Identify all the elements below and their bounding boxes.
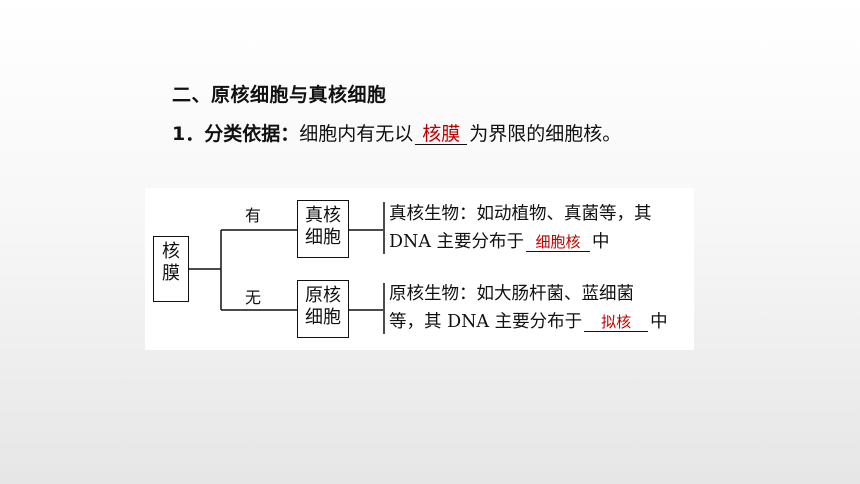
root-char-2: 膜 <box>162 263 180 284</box>
answer-blank-nucleoid: 拟核 <box>584 313 649 332</box>
nuclear-membrane-root-box: 核 膜 <box>153 236 189 302</box>
eukaryote-description: 真核生物：如动植物、真菌等，其 DNA 主要分布于细胞核中 <box>389 200 652 256</box>
answer-blank-nuclear-membrane: 核膜 <box>415 124 468 145</box>
eukaryote-box-line2: 细胞 <box>305 227 341 248</box>
eukaryote-box-line1: 真核 <box>305 205 341 226</box>
eukaryote-desc-line1: 真核生物：如动植物、真菌等，其 <box>389 204 652 224</box>
prokaryote-desc-line1: 原核生物：如大肠杆菌、蓝细菌 <box>389 284 634 304</box>
basis-text-before: 细胞内有无以 <box>299 123 414 145</box>
item-number: 1． <box>172 123 205 145</box>
prokaryote-description: 原核生物：如大肠杆菌、蓝细菌 等，其 DNA 主要分布于拟核中 <box>389 280 668 336</box>
root-char-1: 核 <box>162 241 180 262</box>
eukaryote-desc-before: DNA 主要分布于 <box>389 232 525 252</box>
item-label: 分类依据： <box>204 123 300 145</box>
basis-text-after: 为界限的细胞核。 <box>469 123 622 145</box>
prokaryote-box-line2: 细胞 <box>305 307 341 328</box>
classification-basis: 1．分类依据：细胞内有无以核膜为界限的细胞核。 <box>172 119 621 146</box>
prokaryotic-cell-box: 原核 细胞 <box>297 280 349 338</box>
section-heading: 二、原核细胞与真核细胞 <box>172 84 387 106</box>
branch-label-no: 无 <box>245 288 262 307</box>
classification-diagram: 核 膜 有 无 真核 细胞 原核 细胞 真核生物：如动植物、真菌等，其 DNA … <box>145 188 694 350</box>
prokaryote-box-line1: 原核 <box>305 285 341 306</box>
eukaryote-desc-line2: DNA 主要分布于细胞核中 <box>389 228 652 256</box>
prokaryote-desc-after: 中 <box>650 312 668 332</box>
branch-label-yes: 有 <box>245 206 262 225</box>
prokaryote-desc-before: 等，其 DNA 主要分布于 <box>389 312 583 332</box>
prokaryote-desc-line2: 等，其 DNA 主要分布于拟核中 <box>389 308 668 336</box>
connector-lines <box>189 202 385 334</box>
eukaryote-desc-after: 中 <box>592 232 610 252</box>
eukaryotic-cell-box: 真核 细胞 <box>297 200 349 258</box>
answer-blank-nucleus: 细胞核 <box>526 233 591 252</box>
